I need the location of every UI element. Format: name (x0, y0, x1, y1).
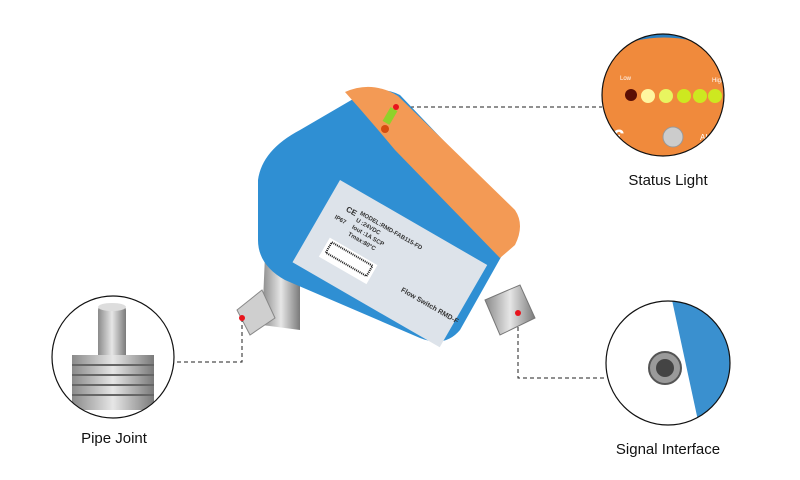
flow-switch-device: Flow Switch RMD-F CE MODEL:RMD-FAB115-FD… (236, 86, 536, 348)
pipe-joint-zoom (52, 296, 174, 418)
svg-text:Low: Low (620, 76, 632, 82)
leader-signal (517, 313, 607, 379)
signal-connector-part (484, 284, 536, 336)
svg-text:€: € (612, 125, 624, 150)
barcode (318, 237, 378, 285)
leader-pipe (175, 318, 243, 363)
svg-text:High: High (712, 78, 724, 84)
callout-markers (239, 104, 521, 321)
signal-interface-label: Signal Interface (615, 441, 721, 458)
pipe-joint-label: Pipe Joint (81, 430, 147, 447)
svg-text:AL: AL (700, 133, 710, 142)
signal-interface-zoom (606, 301, 730, 425)
device-spec-label (292, 180, 488, 348)
status-light-label: Status Light (628, 172, 708, 189)
status-light-zoom: Low High AL € (602, 34, 724, 156)
leader-lines (175, 106, 607, 379)
svg-text:IP67: IP67 (333, 215, 347, 227)
